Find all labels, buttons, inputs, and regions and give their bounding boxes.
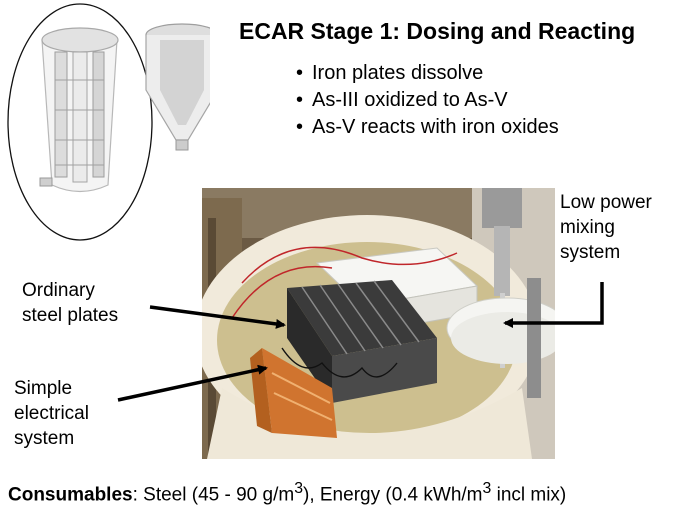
bullet-dot-icon: • (296, 62, 304, 84)
bullet-item: • As-V reacts with iron oxides (296, 114, 559, 141)
reactor-cad-render (7, 3, 210, 241)
slide-title: ECAR Stage 1: Dosing and Reacting (239, 18, 636, 44)
consumables-steel: Steel (45 - 90 g/m (143, 484, 295, 506)
label-line: system (560, 242, 621, 263)
consumables-line: Consumables: Steel (45 - 90 g/m3), Energ… (8, 480, 566, 506)
label-line: Simple (14, 378, 73, 399)
steel-plates-drawing (287, 280, 437, 403)
unit-superscript: 3 (294, 480, 303, 497)
bullet-item: • Iron plates dissolve (296, 60, 559, 87)
bullet-dot-icon: • (296, 116, 304, 138)
consumables-colon: : (132, 484, 144, 506)
consumables-energy: ), Energy (0.4 kWh/m (303, 484, 483, 506)
label-line: steel plates (22, 305, 119, 326)
bullet-text: Iron plates dissolve (312, 62, 484, 84)
bullet-list: • Iron plates dissolve • As-III oxidized t… (296, 60, 559, 141)
highlight-ellipse (7, 3, 153, 241)
bullet-dot-icon: • (296, 89, 304, 111)
bullet-text: As-V reacts with iron oxides (312, 116, 559, 138)
label-line: mixing (560, 217, 615, 238)
label-line: Ordinary (22, 280, 95, 301)
consumables-energy-note: incl mix) (491, 484, 567, 506)
reactor-tank-drawing (39, 27, 119, 193)
bullet-text: As-III oxidized to As-V (312, 89, 508, 111)
label-steel-plates: Ordinary steel plates (22, 278, 118, 328)
label-electrical-system: Simple electrical system (14, 376, 89, 451)
consumables-label: Consumables (8, 484, 133, 506)
bullet-item: • As-III oxidized to As-V (296, 87, 559, 114)
label-line: system (14, 428, 75, 449)
reactor-photo (202, 188, 555, 459)
label-line: electrical (14, 403, 89, 424)
label-mixing-system: Low power mixing system (560, 190, 652, 265)
settler-cone-drawing (145, 23, 210, 151)
label-line: Low power (560, 192, 652, 213)
unit-superscript: 3 (482, 480, 492, 497)
